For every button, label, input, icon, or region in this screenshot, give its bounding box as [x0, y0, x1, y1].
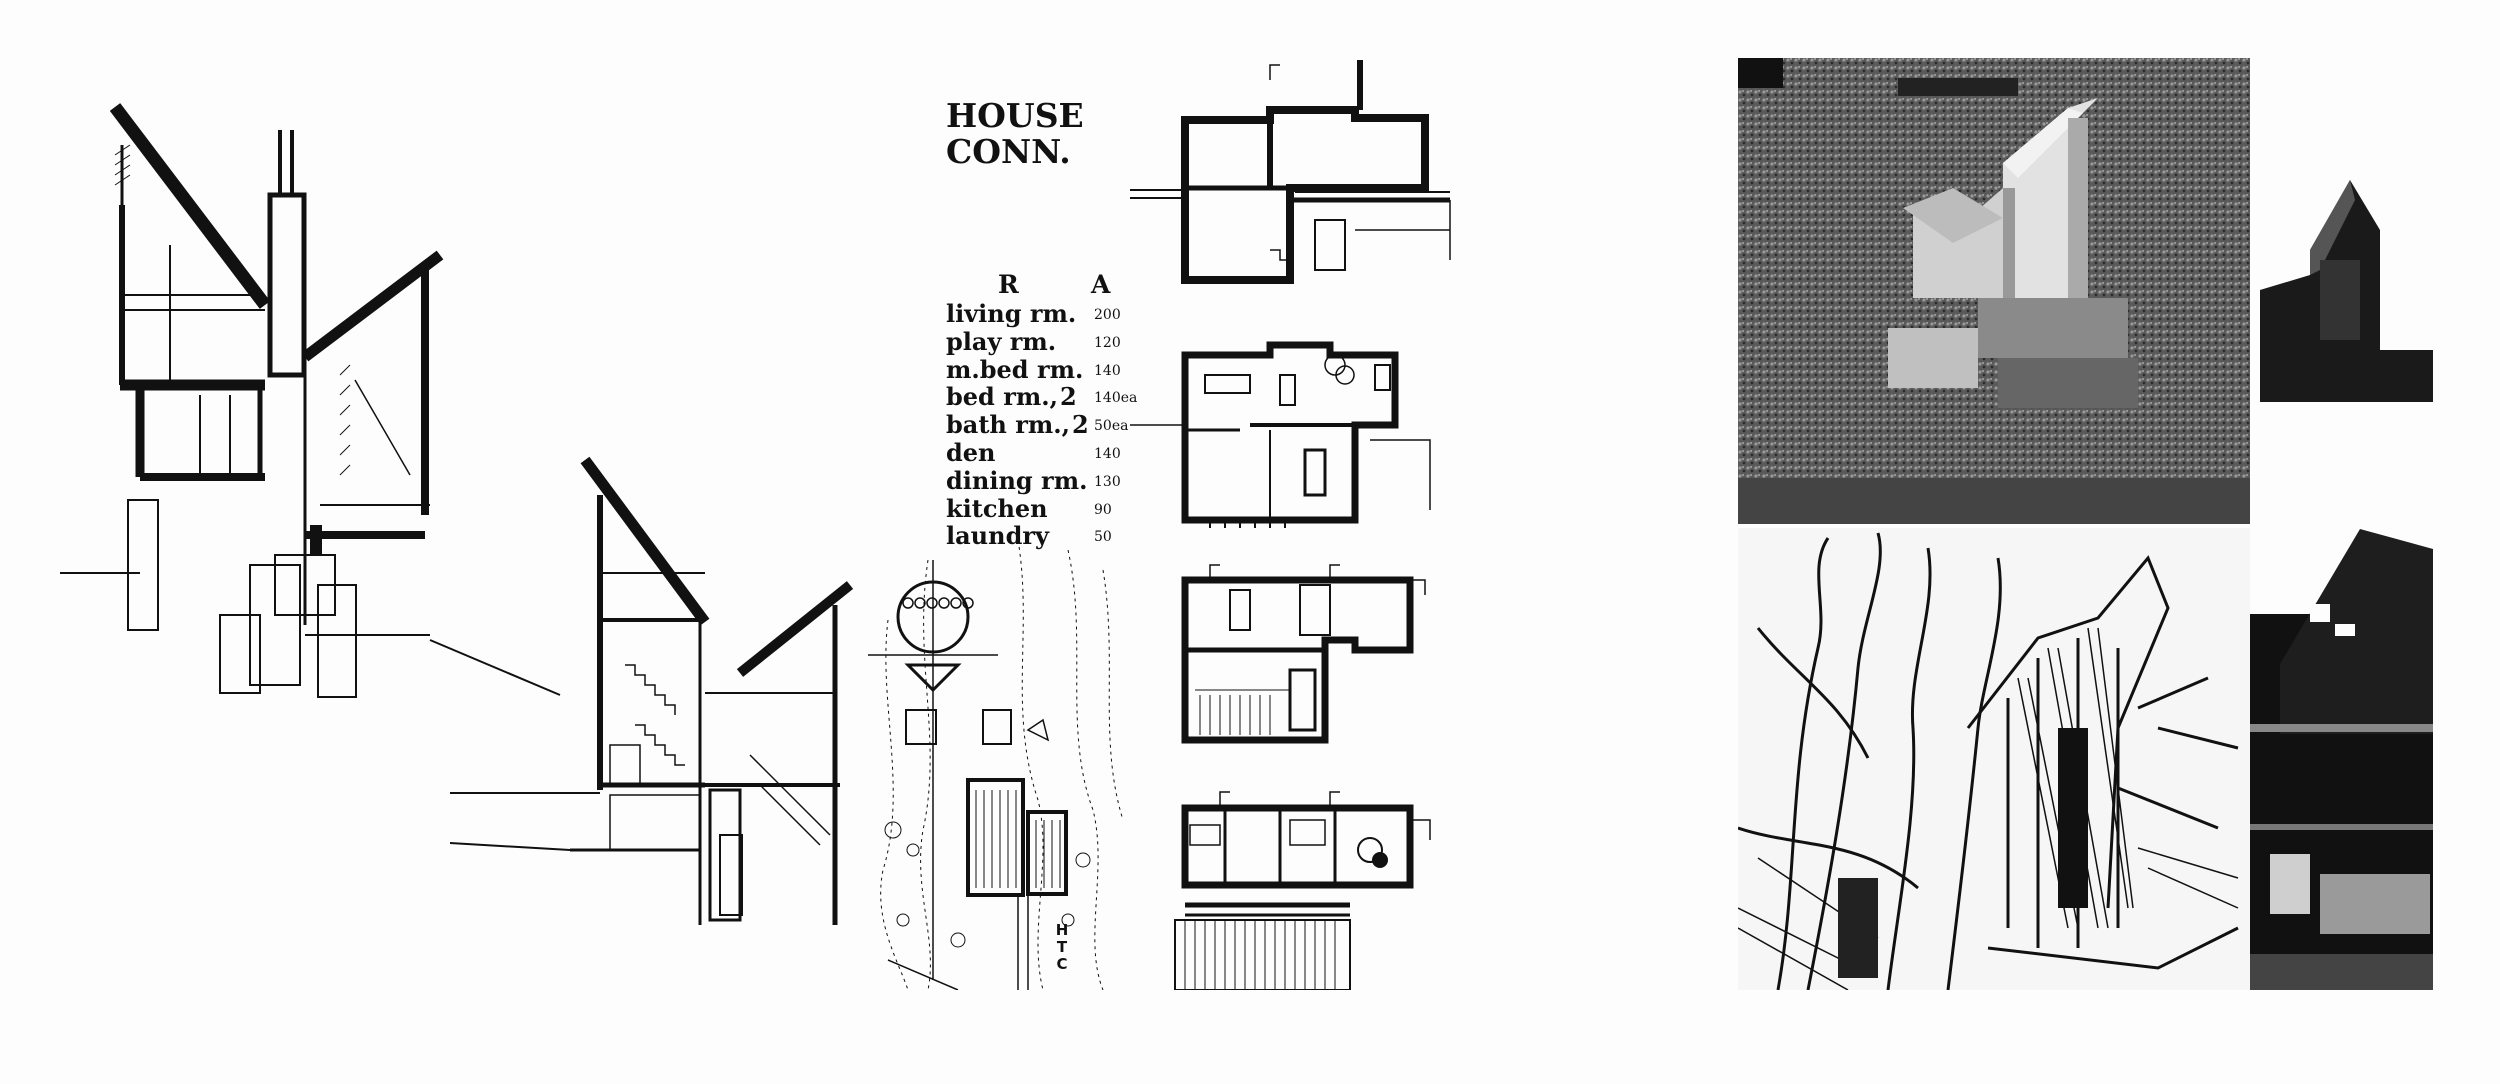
title-line-2: CONN. [946, 132, 1071, 171]
room-name: dining rm. [946, 465, 1088, 495]
room-area: 50ea [1094, 418, 1129, 435]
header-room: R [998, 270, 1019, 299]
room-area: 130 [1094, 473, 1121, 490]
room-name: den [946, 437, 996, 467]
floor-plan-2 [1130, 341, 1431, 528]
title-line-1: HOUSE [946, 96, 1084, 135]
room-area: 140 [1094, 445, 1121, 462]
schedule-row: dining rm. 130 [946, 467, 1146, 495]
floor-plan-4 [1174, 791, 1431, 990]
site-plan [868, 540, 1124, 990]
building-section-1 [60, 103, 561, 698]
room-name: m.bed rm. [946, 354, 1084, 384]
room-qty: 2 [1059, 382, 1077, 412]
room-area: 50 [1094, 529, 1112, 546]
schedule-row: living rm. 200 [946, 300, 1146, 328]
room-name: laundry [946, 521, 1049, 551]
room-area: 120 [1094, 334, 1121, 351]
schedule-row: kitchen 90 [946, 495, 1146, 523]
room-area: 200 [1094, 307, 1121, 323]
schedule-row: bath rm.,2 50ea [946, 411, 1146, 439]
schedule-row: den 140 [946, 439, 1146, 467]
schedule-row: play rm. 120 [946, 328, 1146, 356]
initial-c: C [1056, 955, 1068, 973]
room-name: play rm. [946, 326, 1057, 356]
schedule-row: bed rm.,2 140ea [946, 383, 1146, 411]
model-photo-aerial [1738, 58, 2250, 524]
initial-t: T [1056, 938, 1068, 956]
room-area: 90 [1094, 501, 1112, 518]
site-plan-initials: H T C [1052, 922, 1072, 973]
room-area: 140 [1094, 362, 1121, 379]
schedule-row: laundry 50 [946, 522, 1146, 550]
building-section-2 [450, 456, 854, 925]
floor-plan-1 [1130, 60, 1451, 284]
drawing-title: HOUSE CONN. [946, 98, 1084, 170]
model-photo-side-top [2250, 170, 2433, 402]
room-schedule: R A living rm. 200 play rm. 120 m.bed rm… [946, 270, 1146, 550]
header-area: A [1091, 270, 1111, 299]
room-area: 140ea [1094, 390, 1138, 407]
schedule-header: R A [946, 270, 1146, 300]
schedule-row: m.bed rm. 140 [946, 356, 1146, 384]
perspective-sketch [1738, 528, 2250, 990]
room-name: living rm. [946, 299, 1077, 328]
room-qty: 2 [1071, 410, 1089, 440]
model-photo-side-bottom [2250, 524, 2433, 990]
room-name: kitchen [946, 493, 1048, 523]
room-name: bath rm., [946, 410, 1070, 440]
initial-h: H [1055, 921, 1069, 939]
room-name: bed rm., [946, 382, 1058, 412]
floor-plan-3 [1181, 564, 1426, 744]
